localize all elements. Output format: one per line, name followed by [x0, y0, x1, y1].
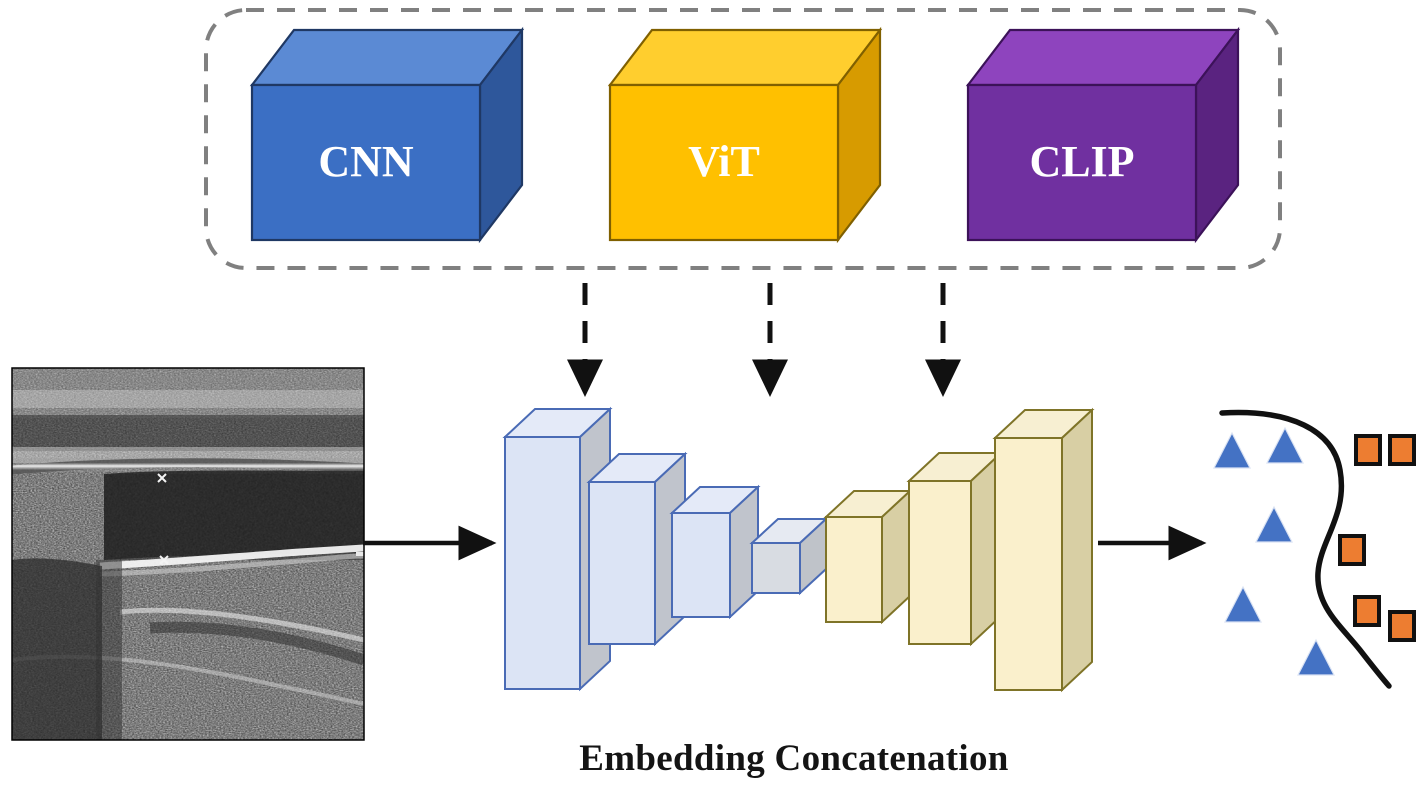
class-b-square-5 [1388, 610, 1416, 642]
class-b-square-4 [1353, 595, 1381, 627]
model-box-cnn[interactable]: CNN [249, 26, 525, 244]
caliper-marker-top [157, 473, 167, 483]
caliper-marker-bottom [159, 555, 169, 565]
encoder-block-2-front [588, 481, 656, 645]
feature-extractor-group [204, 8, 1282, 270]
dashed-arrow-group [567, 283, 961, 397]
clip-box-label: CLIP [1029, 137, 1134, 186]
classification-scatter [1213, 409, 1416, 689]
class-b-square-3 [1338, 534, 1366, 566]
encoder-block-2[interactable] [586, 451, 688, 647]
class-b-square-1 [1354, 434, 1382, 466]
decision-boundary [1219, 409, 1392, 689]
decoder-block-3-side [1061, 407, 1093, 693]
ultrasound-caliper-markers [157, 473, 169, 565]
ultrasound-input-image[interactable] [11, 367, 366, 741]
vit-box-top-face [607, 28, 883, 87]
figure-caption: Embedding Concatenation [579, 738, 1009, 779]
class-b-markers [1338, 434, 1416, 642]
vit-box-front-face [608, 83, 840, 242]
decoder-stack [823, 407, 1095, 693]
cnn-box-label: CNN [318, 137, 414, 186]
decoder-block-1[interactable] [823, 488, 913, 625]
decoder-block-2[interactable] [906, 450, 1004, 647]
encoder-block-3-front [671, 512, 731, 618]
class-a-triangle-4 [1224, 585, 1262, 623]
decoder-block-1-front [825, 516, 883, 623]
class-a-triangle-5 [1297, 638, 1335, 676]
bottleneck-block[interactable] [749, 516, 829, 596]
model-box-vit[interactable]: ViT [607, 26, 883, 244]
class-a-triangle-2 [1266, 426, 1304, 464]
ultrasound-depth-tick [356, 552, 364, 556]
cnn-box-front-face [250, 83, 482, 242]
vit-box-label: ViT [688, 137, 760, 186]
encoder-block-3[interactable] [669, 484, 761, 620]
cnn-box-top-face [249, 28, 525, 87]
encoder-stack [502, 406, 829, 692]
ultrasound-fine-speckle [12, 368, 364, 740]
class-a-triangle-1 [1213, 431, 1251, 469]
feature-extractor-dashed-border [204, 8, 1282, 270]
class-a-markers [1213, 426, 1335, 676]
clip-box-front-face [966, 83, 1198, 242]
encoder-block-1-front [504, 436, 581, 690]
ultrasound-image-border [11, 367, 365, 741]
class-b-square-2 [1388, 434, 1416, 466]
clip-box-top-face [965, 28, 1241, 87]
decoder-block-2-front [908, 480, 972, 645]
decoder-block-3-front [994, 437, 1063, 691]
bottleneck-block-front [751, 542, 801, 594]
class-a-triangle-3 [1255, 505, 1293, 543]
model-box-clip[interactable]: CLIP [965, 26, 1241, 244]
decoder-block-3[interactable] [992, 407, 1095, 693]
